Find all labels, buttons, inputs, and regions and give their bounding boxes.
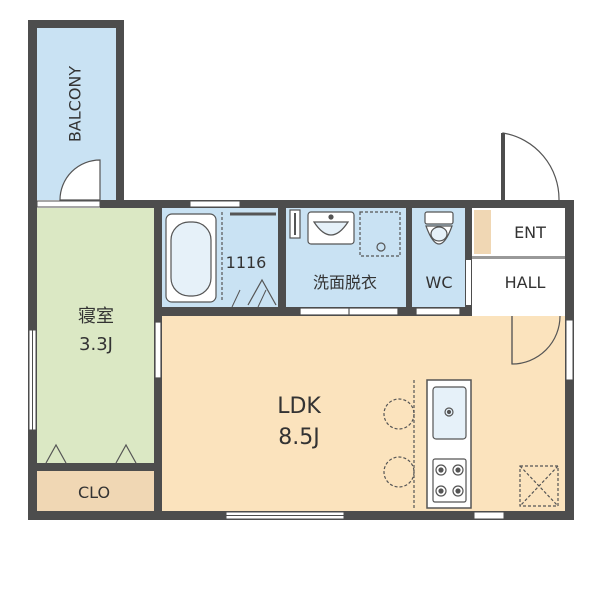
door-ldk[interactable] [511, 315, 561, 365]
closet-floor [37, 471, 154, 511]
wall-balcony-right [116, 20, 124, 208]
door-closet-right[interactable] [115, 443, 137, 464]
washroom-label: 洗面脱衣 [313, 273, 377, 292]
door-closet-left[interactable] [45, 443, 67, 464]
door-bath-folding[interactable] [247, 278, 277, 306]
doors [45, 132, 561, 464]
wall-washroom-toilet [406, 200, 412, 316]
window-bath [189, 200, 241, 208]
bedroom-name: 寝室 [78, 306, 114, 327]
kitchen-sink-icon [432, 386, 467, 440]
toilet-label: WC [426, 273, 453, 292]
wall-ent-hall [472, 256, 565, 259]
floors [37, 28, 565, 511]
windows [28, 200, 574, 520]
entrance-label: ENT [514, 223, 546, 242]
bathtub-icon [165, 212, 276, 303]
wall-bath-washroom [278, 200, 286, 316]
wall-balcony-left [28, 20, 37, 208]
hall-floor [472, 258, 565, 307]
wall-bedroom-top-right [100, 200, 162, 208]
toilet-icon [424, 211, 454, 245]
door-wc[interactable] [415, 307, 461, 316]
door-balcony[interactable] [59, 159, 101, 201]
hall-label: HALL [505, 273, 546, 292]
ldk-size: 8.5J [278, 425, 319, 450]
ldk-name: LDK [277, 394, 321, 419]
wall-toilet-hall [465, 200, 472, 316]
ldk-floor [162, 316, 565, 511]
window-kitchen-bottom [473, 511, 505, 520]
window-ldk-right [565, 319, 574, 381]
door-bath[interactable] [231, 289, 267, 308]
hall-opening [466, 260, 471, 305]
bath-label: 1116 [226, 253, 267, 272]
stool-icons [383, 380, 415, 508]
shoe-cabinet [474, 210, 491, 254]
bedroom-floor [37, 208, 154, 463]
balcony-label: BALCONY [66, 66, 85, 143]
door-entrance[interactable] [502, 132, 560, 201]
door-bedroom[interactable] [154, 321, 162, 379]
window-balcony-door [36, 200, 101, 208]
labels: BALCONY 寝室 3.3J CLO 1116 洗面脱衣 WC ENT HAL… [66, 66, 547, 502]
wall-outer-top-right [154, 200, 574, 208]
washing-machine-space [359, 211, 401, 257]
bedroom-size: 3.3J [79, 334, 113, 355]
gas-stove-icon [432, 458, 467, 503]
wall-bedroom-closet [28, 463, 162, 471]
sink-icon [289, 209, 355, 245]
wall-balcony-top [28, 20, 124, 28]
fixtures [165, 209, 559, 509]
closet-label: CLO [78, 483, 110, 502]
refrigerator-space [519, 465, 559, 507]
